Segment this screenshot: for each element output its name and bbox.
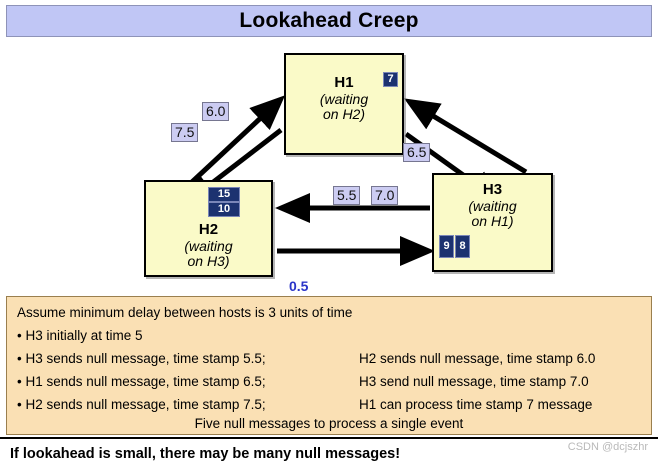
host-box-h1[interactable]: H1 (waiting on H2) 7 — [284, 53, 404, 155]
host-h3-badge-9: 9 — [439, 235, 454, 258]
note-right-2: H3 send null message, time stamp 7.0 — [359, 374, 589, 389]
note-right-3: H1 can process time stamp 7 message — [359, 397, 593, 412]
watermark-label: CSDN @dcjszhr — [567, 441, 648, 453]
note-summary-wrap: Five null messages to process a single e… — [7, 416, 651, 431]
host-h2-badge-15: 15 — [208, 187, 240, 202]
host-h2-name: H2 — [198, 221, 219, 238]
host-h2-state-line2: on H3) — [187, 253, 230, 270]
host-h1-state-line2: on H2) — [322, 106, 366, 123]
host-h1-state-line1: (waiting — [319, 90, 369, 107]
edge-tag-6-0: 6.0 — [202, 102, 230, 121]
host-h2-label: H2 (waiting on H3) — [146, 221, 271, 270]
edge-tag-7-0: 7.0 — [371, 186, 399, 205]
edge-tag-7-5: 7.5 — [171, 123, 199, 142]
host-h3-badge-8: 8 — [455, 235, 470, 258]
note-right-1: H2 sends null message, time stamp 6.0 — [359, 351, 596, 366]
page-title: Lookahead Creep — [239, 9, 419, 32]
slide-title-bar: Lookahead Creep — [6, 5, 652, 37]
edge-h3-to-h1 — [404, 98, 528, 175]
note-bullet-4: • H2 sends null message, time stamp 7.5; — [17, 397, 266, 412]
host-h1-badge-7: 7 — [383, 72, 398, 87]
lookahead-creep-diagram: H1 (waiting on H2) 7 15 10 H2 (waiting o… — [0, 40, 658, 290]
correction-annotation-value: 0.5 — [289, 278, 309, 294]
host-h3-state-line2: on H1) — [471, 213, 514, 230]
host-h1-name: H1 — [334, 74, 354, 91]
host-box-h2[interactable]: 15 10 H2 (waiting on H3) — [144, 180, 273, 277]
slide-footer: If lookahead is small, there may be many… — [0, 437, 658, 470]
notes-panel: Assume minimum delay between hosts is 3 … — [6, 296, 652, 435]
note-bullet-1: • H3 initially at time 5 — [17, 328, 143, 343]
note-summary: Five null messages to process a single e… — [194, 416, 464, 431]
host-h1-label: H1 (waiting on H2) — [286, 74, 402, 123]
host-box-h3[interactable]: H3 (waiting on H1) 9 8 — [432, 173, 553, 272]
note-assumption: Assume minimum delay between hosts is 3 … — [17, 305, 353, 320]
host-h3-label: H3 (waiting on H1) — [434, 181, 551, 230]
edge-tag-5-5: 5.5 — [333, 186, 361, 205]
edge-tag-6-5: 6.5 — [403, 143, 431, 162]
host-h3-name: H3 — [482, 181, 503, 198]
note-bullet-2: • H3 sends null message, time stamp 5.5; — [17, 351, 266, 366]
note-bullet-3: • H1 sends null message, time stamp 6.5; — [17, 374, 266, 389]
footer-message: If lookahead is small, there may be many… — [10, 446, 401, 462]
host-h2-state-line1: (waiting — [184, 237, 233, 254]
host-h3-state-line1: (waiting — [468, 197, 517, 214]
host-h2-badge-10: 10 — [208, 202, 240, 217]
